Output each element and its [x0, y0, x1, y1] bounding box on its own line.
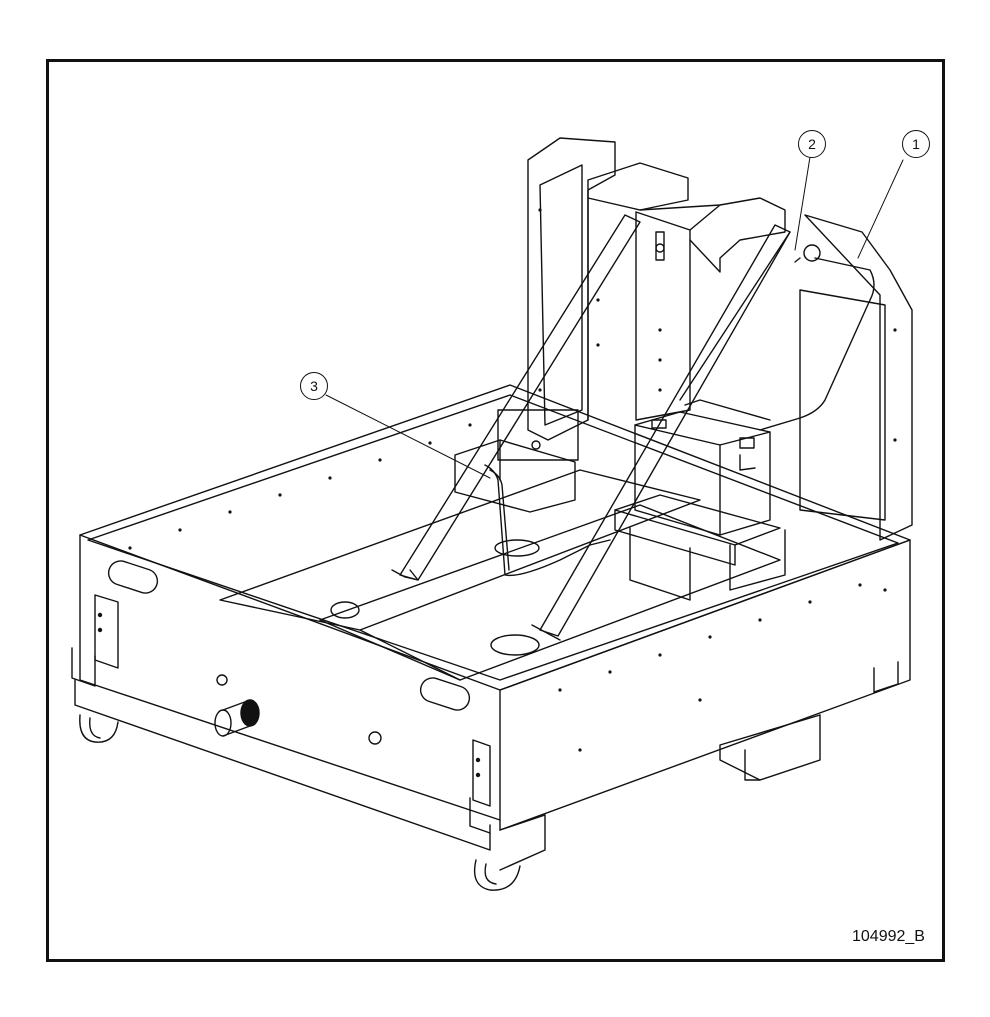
callout-leaders [325, 156, 904, 479]
callout-3-label: 3 [310, 378, 318, 394]
cable-3 [484, 464, 611, 577]
callout-1-label: 1 [912, 136, 920, 152]
drain-fitting [214, 674, 382, 745]
top-bracket [587, 162, 786, 421]
figure-id: 104992_B [852, 928, 925, 945]
callout-3: 3 [300, 372, 328, 400]
battery-shelf [614, 494, 786, 601]
center-block [454, 409, 579, 513]
callout-2-label: 2 [808, 136, 816, 152]
caster-wheels [79, 714, 521, 891]
rear-panel-right [799, 214, 913, 541]
base-frame [79, 384, 911, 831]
skid-frame [74, 679, 821, 871]
cable-1 [759, 257, 875, 431]
rear-panel-left [527, 137, 616, 441]
callout-2: 2 [798, 130, 826, 158]
corner-brackets [71, 594, 899, 834]
rivets [128, 208, 897, 752]
battery [634, 411, 771, 536]
callout-1: 1 [902, 130, 930, 158]
drawing-frame [46, 59, 945, 962]
diagonal-braces [391, 214, 791, 641]
pressure-switch [684, 244, 821, 421]
